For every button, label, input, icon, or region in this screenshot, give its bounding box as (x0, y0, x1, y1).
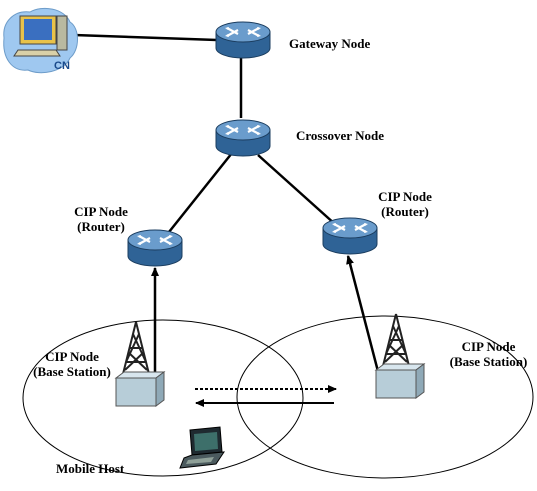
crossover-router-icon (214, 118, 272, 158)
cip-bs-left-line1: CIP Node (45, 349, 99, 364)
link-crossover-router-left (164, 152, 233, 238)
coverage-cell-left (22, 319, 304, 477)
cip-router-left-icon (126, 228, 184, 268)
base-station-right-icon (375, 313, 425, 399)
uplink-bs-right (346, 255, 383, 384)
mobile-host-laptop-icon (179, 426, 225, 469)
cip-router-left-line2: (Router) (77, 219, 125, 234)
cip-router-right-line2: (Router) (381, 204, 429, 219)
cip-router-right-label: CIP Node (Router) (368, 189, 442, 219)
cip-router-right-icon (321, 216, 379, 256)
cip-router-left-line1: CIP Node (74, 204, 128, 219)
gateway-node-label: Gateway Node (289, 36, 371, 51)
gateway-router-icon (214, 20, 272, 60)
cip-bs-right-label: CIP Node (Base Station) (440, 339, 537, 369)
cip-router-left-label: CIP Node (Router) (68, 204, 134, 234)
cip-bs-left-label: CIP Node (Base Station) (22, 349, 122, 379)
cip-bs-left-line2: (Base Station) (33, 364, 111, 379)
coverage-cell-right (236, 315, 534, 479)
crossover-node-label: Crossover Node (296, 128, 384, 143)
cip-bs-right-line1: CIP Node (461, 339, 516, 354)
correspondent-computer-icon (3, 7, 78, 74)
link-crossover-router-right (257, 154, 337, 226)
cip-router-right-line1: CIP Node (378, 189, 432, 204)
base-station-left-icon (115, 321, 165, 407)
cn-label: CN (54, 60, 70, 72)
mobile-host-label: Mobile Host (56, 461, 125, 476)
link-cn-gateway (73, 33, 218, 42)
cip-bs-right-line2: (Base Station) (449, 354, 528, 369)
